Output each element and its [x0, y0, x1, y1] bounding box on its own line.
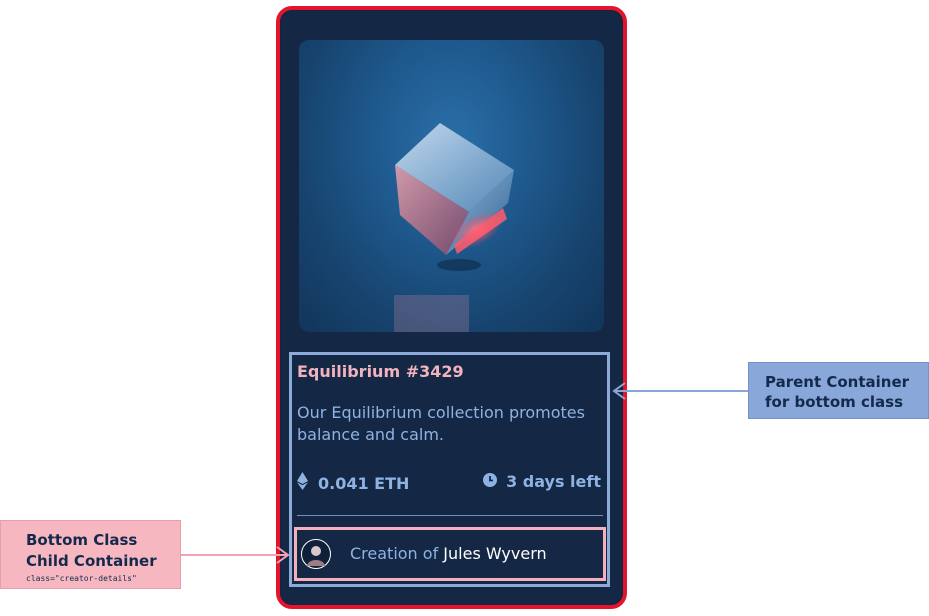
parent-container-callout: Parent Container for bottom class — [748, 362, 929, 419]
child-container-callout: Bottom Class Child Container class="crea… — [0, 520, 181, 589]
nft-image[interactable] — [299, 40, 604, 332]
parent-arrow-head — [612, 382, 626, 400]
clock-icon — [483, 472, 498, 491]
divider — [297, 515, 603, 516]
child-callout-class-note: class="creator-details" — [26, 574, 137, 583]
child-callout-line-1: Bottom Class — [26, 531, 138, 549]
creator-text: Creation of Jules Wyvern — [350, 544, 547, 563]
ethereum-icon — [297, 472, 308, 494]
creator-name[interactable]: Jules Wyvern — [443, 544, 547, 563]
time-left-info: 3 days left — [483, 472, 601, 491]
parent-callout-line-1: Parent Container — [765, 373, 910, 391]
avatar[interactable] — [301, 539, 331, 569]
nft-title[interactable]: Equilibrium #3429 — [297, 362, 464, 381]
price-info: 0.041 ETH — [297, 472, 409, 494]
creator-details — [294, 527, 606, 581]
creator-prefix: Creation of — [350, 544, 439, 563]
time-left-value: 3 days left — [506, 472, 601, 491]
price-value: 0.041 ETH — [318, 473, 410, 493]
glass-cube-graphic — [394, 123, 514, 332]
nft-description: Our Equilibrium collection promotes bala… — [297, 403, 585, 444]
parent-callout-line-2: for bottom class — [765, 393, 904, 411]
child-callout-line-2: Child Container — [26, 552, 157, 570]
child-arrow-head — [276, 546, 290, 564]
card-details-container — [289, 352, 610, 587]
